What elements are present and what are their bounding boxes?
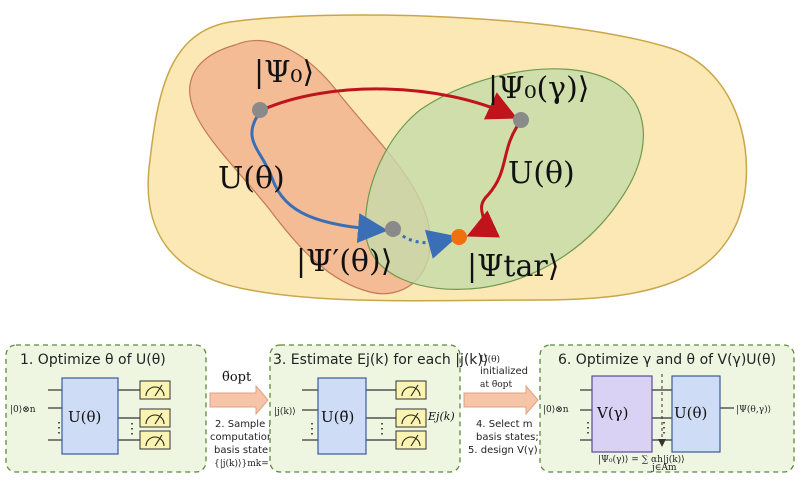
panel3-gate-v <box>591 375 653 453</box>
red-arrow-top <box>261 87 518 120</box>
panel1-circuit <box>48 389 140 441</box>
panel3-gate-u-label: U(θ) <box>674 404 707 422</box>
dotted-arrow <box>396 229 458 259</box>
target-dot <box>451 229 467 245</box>
psi0-gamma-dot <box>513 112 529 128</box>
panel1-title: 1. Optimize θ of U(θ) <box>20 352 166 368</box>
panel2-circuit <box>302 389 396 441</box>
panel3-title: 6. Optimize γ and θ of V(γ)U(θ) <box>558 352 776 368</box>
psi0-dot <box>252 102 268 118</box>
flow-arrow-1 <box>209 384 269 416</box>
arrow1-top: θ̃opt <box>222 370 252 385</box>
panel3-gate-u <box>671 375 721 453</box>
panel1-dots-out: ⋮ <box>125 421 139 437</box>
flow-arrow-2 <box>463 384 539 416</box>
panel2-dots-out: ⋮ <box>375 421 389 437</box>
psi0-label: |Ψ₀⟩ <box>254 55 314 90</box>
panel1-gate-label: U(θ) <box>68 408 101 426</box>
panel2-gate <box>317 377 367 455</box>
panel3-output: |Ψ(θ,γ)⟩ <box>736 404 771 415</box>
panel3-bottom: |Ψ₀(γ)⟩ = ∑ αh|j(k)⟩ <box>598 454 685 465</box>
arrow2-line2: initialized <box>480 366 528 377</box>
arrow2-line3: at θ̃opt <box>480 379 512 390</box>
arrow2-line4: 4. Select m <box>476 419 533 430</box>
panel3-dots-mid: ⋮ <box>657 420 671 436</box>
meter-icon <box>401 384 421 447</box>
psi-tar-label: |Ψtar⟩ <box>467 249 559 284</box>
arrow2-line5: basis states; <box>476 432 539 443</box>
psi-prime-label: |Ψ′(θ)⟩ <box>296 244 392 279</box>
panel1-gate <box>61 377 119 455</box>
arrow2-line1: U(θ) <box>480 354 500 365</box>
arrow2-line6: 5. design V(γ) <box>468 445 538 456</box>
panel3-sum-index: j∈Am <box>651 463 677 473</box>
panel3-dots-in: ⋮ <box>581 420 595 436</box>
psi-prime-dot <box>385 221 401 237</box>
u-theta-right-label: U(θ) <box>508 156 575 191</box>
panel1-dots-in: ⋮ <box>52 420 66 436</box>
panel3-gate-v-label: V(γ) <box>596 404 629 422</box>
panel2-dots-in: ⋮ <box>305 421 319 437</box>
arrow1-line3: basis state <box>214 445 268 456</box>
u-theta-left-label: U(θ) <box>218 161 285 196</box>
arrow1-line4: {|j(k)⟩}mk=1 <box>214 458 275 469</box>
panel1-meters <box>139 380 171 450</box>
meter-icon <box>145 384 165 447</box>
panel3-input: |0⟩⊗n <box>543 405 569 415</box>
arrow1-line2: computational <box>210 432 282 443</box>
blue-arrow <box>250 111 388 244</box>
psi0-gamma-label: |Ψ₀(γ)⟩ <box>488 71 589 106</box>
panel2-input: |j(k)⟩ <box>274 406 296 417</box>
panel2-gate-label: U(θ̃) <box>321 408 354 426</box>
panel1-input: |0⟩⊗n <box>10 405 36 415</box>
panel2-meters <box>395 380 427 450</box>
panel2-title: 3. Estimate Ej(k) for each |j(k)⟩ <box>273 352 488 368</box>
arrow1-line1: 2. Sample M <box>215 419 277 430</box>
panel2-output: Ej(k) <box>427 410 455 423</box>
red-arrow-right <box>466 121 522 238</box>
